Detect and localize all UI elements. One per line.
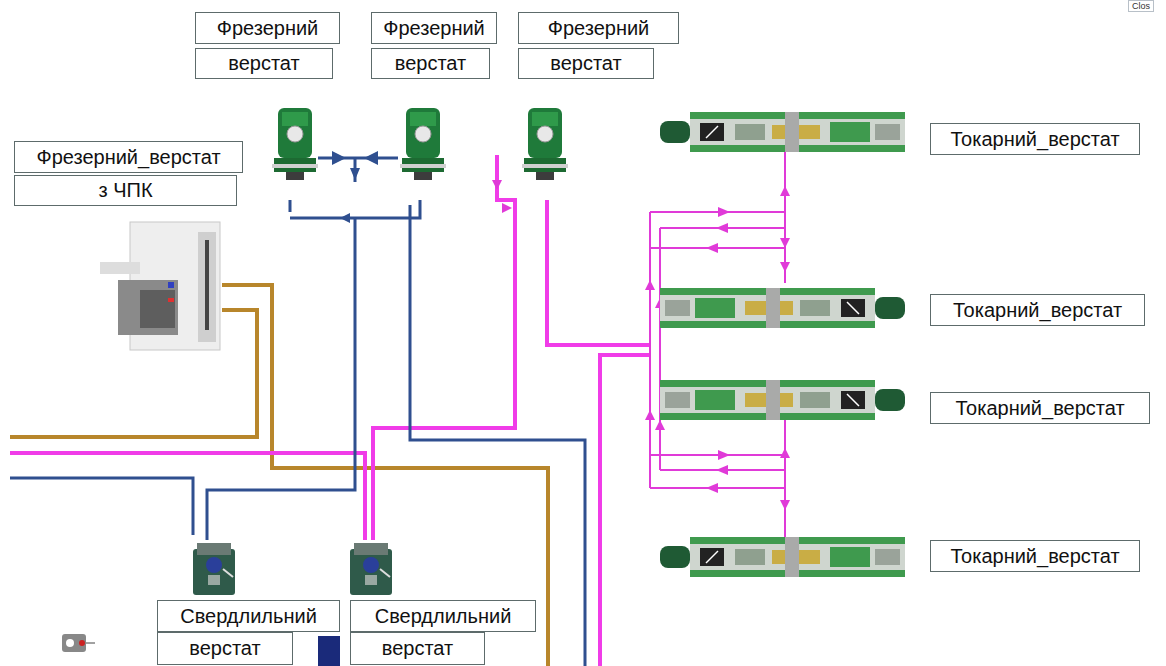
machine-label: Токарний_верстат <box>955 397 1124 420</box>
label-box: Токарний_верстат <box>930 294 1145 326</box>
label-box: Фрезерний <box>371 12 497 44</box>
machine-label: верстат <box>395 52 466 75</box>
close-button: Clos <box>1128 0 1154 12</box>
label-box: Токарний_верстат <box>930 123 1140 155</box>
label-box: Фрезерний_верстат <box>14 141 243 173</box>
label-box: Фрезерний <box>518 12 679 44</box>
flow-arrows <box>492 180 790 510</box>
valve-symbols <box>332 151 378 223</box>
milling-machine <box>522 108 568 180</box>
machine-label: Фрезерний <box>383 17 485 40</box>
coolant-pipe <box>10 155 650 666</box>
cabinet <box>318 636 340 666</box>
machine-label: з ЧПК <box>98 179 152 202</box>
label-box: верстат <box>195 48 333 79</box>
drilling-machine <box>350 543 392 595</box>
milling-machine <box>272 108 318 180</box>
air-pipe <box>10 158 585 666</box>
small-device <box>62 634 95 652</box>
label-box: Фрезерний <box>195 12 340 44</box>
machine-label: Токарний_верстат <box>950 545 1119 568</box>
drilling-machine <box>193 543 235 595</box>
machine-label: Свердлильний <box>180 605 317 628</box>
machine-label: Токарний_верстат <box>953 299 1122 322</box>
label-box: верстат <box>518 48 654 79</box>
oil-pipe <box>10 285 548 666</box>
label-box: з ЧПК <box>14 175 237 206</box>
cnc-mill <box>100 222 220 350</box>
label-box: Токарний_верстат <box>930 540 1140 572</box>
machine-label: верстат <box>189 637 260 660</box>
machine-label: верстат <box>228 52 299 75</box>
machine-label: верстат <box>550 52 621 75</box>
coolant-manifold <box>650 150 785 540</box>
machine-label: Токарний_верстат <box>950 128 1119 151</box>
lathe <box>660 112 905 152</box>
label-box: Токарний_верстат <box>930 392 1150 424</box>
machine-label: Фрезерний <box>548 17 650 40</box>
label-box: верстат <box>371 48 490 79</box>
machine-label: Фрезерний_верстат <box>36 146 220 169</box>
machine-label: верстат <box>382 637 453 660</box>
lathe <box>660 288 905 328</box>
label-box: Свердлильний <box>157 600 340 632</box>
machine-label: Свердлильний <box>375 605 512 628</box>
lathe <box>660 380 905 420</box>
label-box: верстат <box>350 632 485 665</box>
machine-label: Фрезерний <box>217 17 319 40</box>
label-box: Свердлильний <box>350 600 536 632</box>
milling-machine <box>400 108 446 180</box>
label-box: верстат <box>157 632 293 665</box>
lathe <box>660 537 905 577</box>
